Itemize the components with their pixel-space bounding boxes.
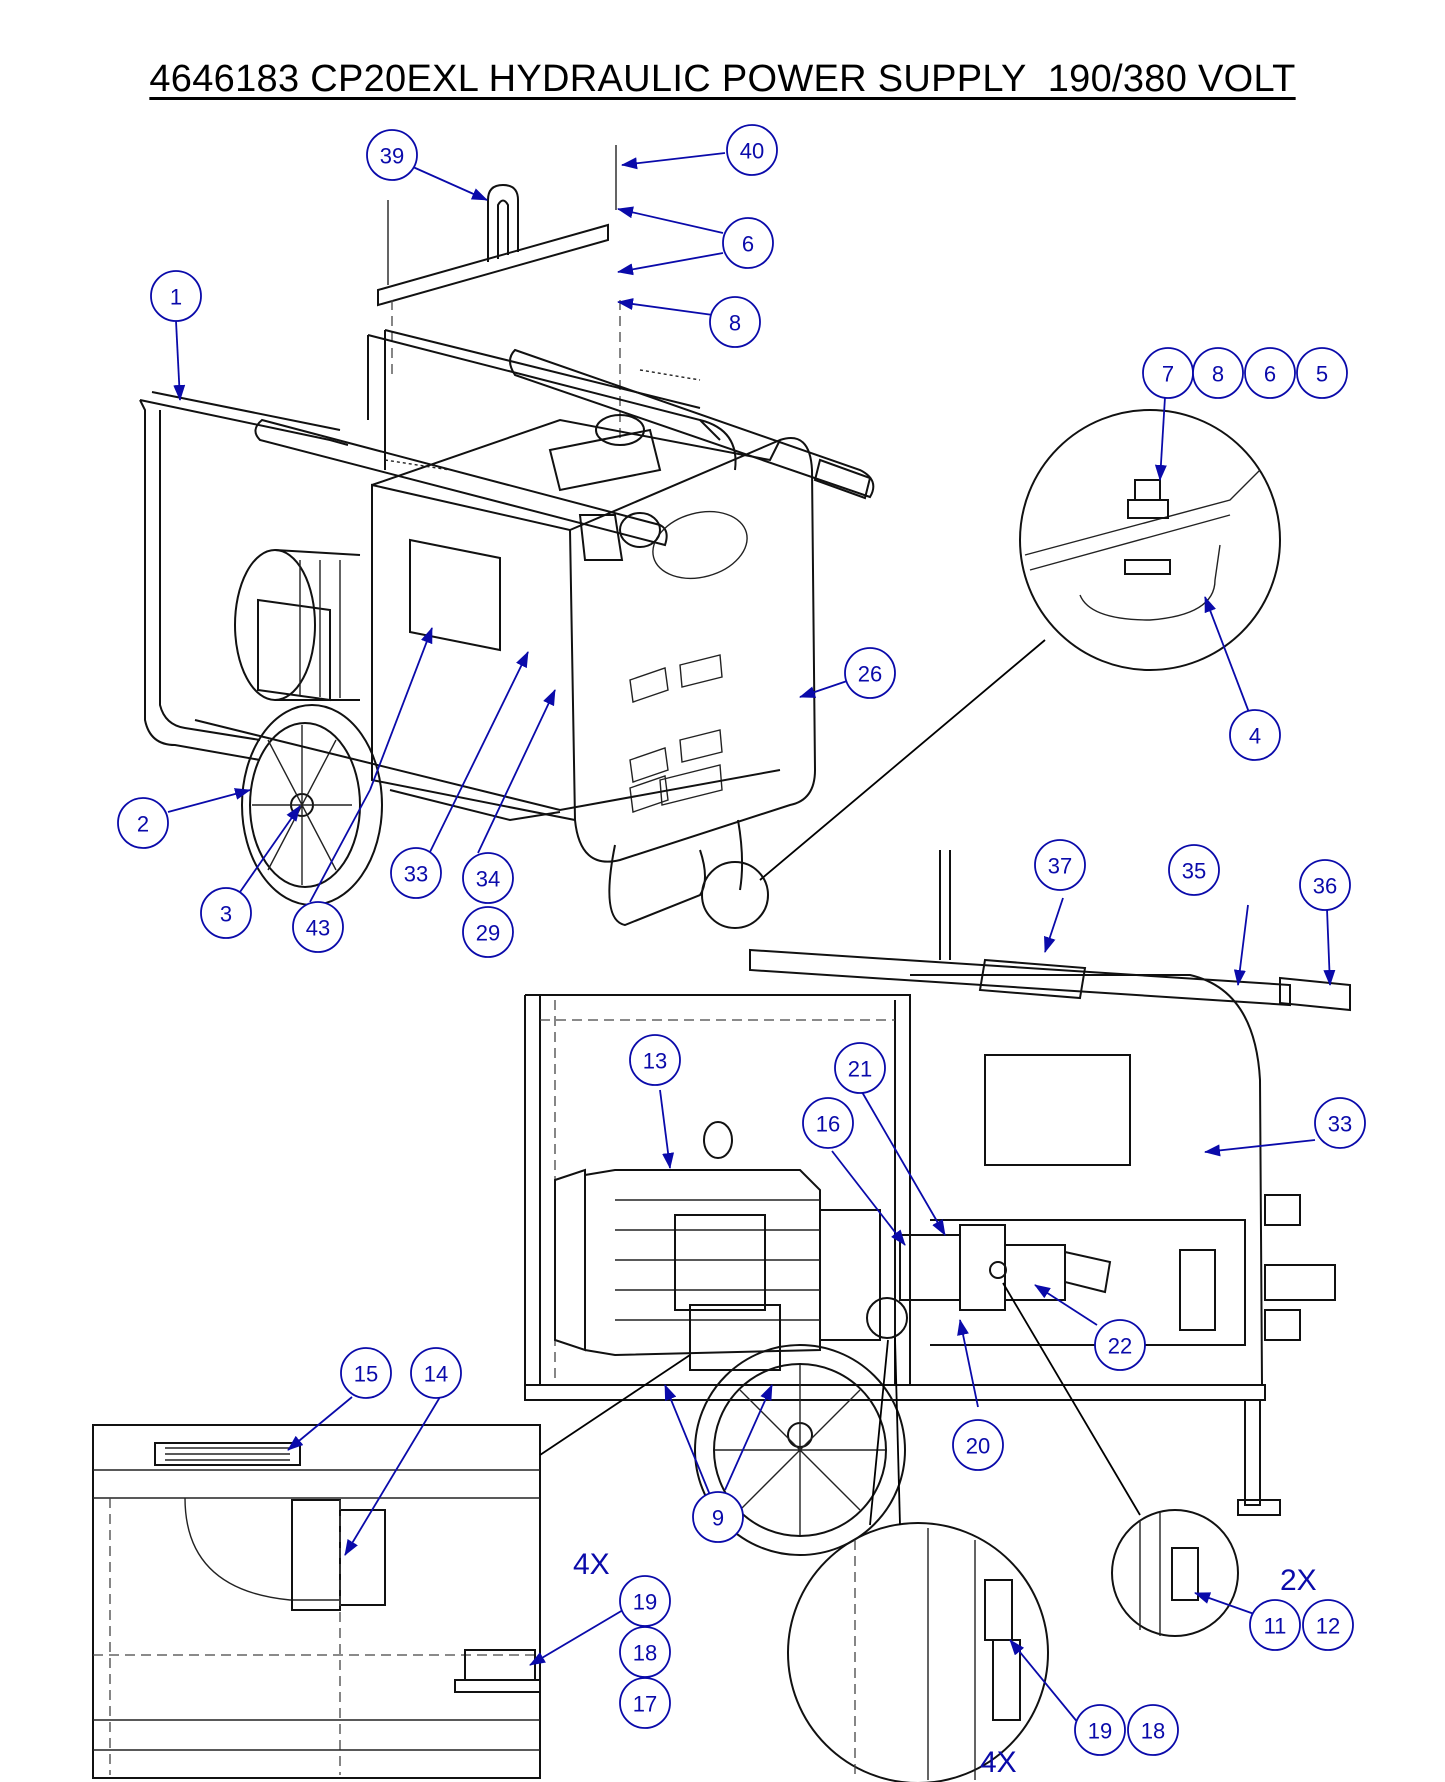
callout-13: 13	[629, 1034, 681, 1086]
svg-text:8: 8	[729, 311, 741, 336]
svg-text:33: 33	[1328, 1112, 1352, 1137]
svg-text:37: 37	[1048, 854, 1072, 879]
callout-12: 12	[1302, 1599, 1354, 1651]
svg-text:16: 16	[816, 1112, 840, 1137]
callout-5: 5	[1296, 347, 1348, 399]
multiplier-4x-left: 4X	[573, 1548, 610, 1581]
svg-text:11: 11	[1264, 1614, 1287, 1639]
svg-text:6: 6	[742, 232, 754, 257]
svg-text:17: 17	[633, 1692, 657, 1717]
detail-view-mount	[701, 409, 1281, 929]
callout-33: 33	[1314, 1097, 1366, 1149]
svg-text:18: 18	[633, 1641, 657, 1666]
isometric-unit-drawing	[139, 145, 875, 927]
callout-15: 15	[340, 1347, 392, 1399]
page-title: 4646183 CP20EXL HYDRAULIC POWER SUPPLY 1…	[149, 58, 1296, 100]
callout-7: 7	[1142, 347, 1194, 399]
svg-text:21: 21	[848, 1057, 872, 1082]
callout-39: 39	[366, 129, 418, 181]
svg-text:39: 39	[380, 144, 404, 169]
svg-text:12: 12	[1316, 1614, 1340, 1639]
svg-text:9: 9	[712, 1506, 724, 1531]
detail-view-bolt-circle	[787, 1337, 1049, 1782]
svg-text:14: 14	[424, 1362, 448, 1387]
callout-4: 4	[1229, 709, 1281, 761]
svg-text:29: 29	[476, 921, 500, 946]
svg-text:26: 26	[858, 662, 882, 687]
side-view-drawing	[524, 850, 1351, 1556]
svg-text:1: 1	[170, 285, 182, 310]
callout-leaders	[167, 152, 1336, 1736]
callout-37: 37	[1034, 839, 1086, 891]
callout-8: 8	[709, 296, 761, 348]
svg-text:19: 19	[633, 1590, 657, 1615]
callout-33: 33	[390, 847, 442, 899]
svg-text:35: 35	[1182, 859, 1206, 884]
multiplier-4x-bottom: 4X	[980, 1746, 1017, 1779]
svg-text:3: 3	[220, 902, 232, 927]
callout-22: 22	[1094, 1319, 1146, 1371]
callout-1: 1	[150, 270, 202, 322]
svg-text:7: 7	[1162, 362, 1174, 387]
callout-9: 9	[692, 1491, 744, 1543]
svg-text:2: 2	[137, 812, 149, 837]
callout-40: 40	[726, 124, 778, 176]
callout-14: 14	[410, 1347, 462, 1399]
svg-text:8: 8	[1212, 362, 1224, 387]
callout-20: 20	[952, 1419, 1004, 1471]
svg-text:40: 40	[740, 139, 764, 164]
callout-3: 3	[200, 887, 252, 939]
callout-16: 16	[802, 1097, 854, 1149]
svg-text:15: 15	[354, 1362, 378, 1387]
svg-text:33: 33	[404, 862, 428, 887]
callout-17: 17	[619, 1677, 671, 1729]
callout-11: 11	[1249, 1599, 1301, 1651]
multiplier-2x-right: 2X	[1280, 1564, 1317, 1597]
callout-19: 19	[1074, 1704, 1126, 1756]
svg-text:36: 36	[1313, 874, 1337, 899]
svg-text:13: 13	[643, 1049, 667, 1074]
callout-34: 34	[462, 852, 514, 904]
svg-text:6: 6	[1264, 362, 1276, 387]
callout-18: 18	[619, 1626, 671, 1678]
callout-36: 36	[1299, 859, 1351, 911]
callout-2: 2	[117, 797, 169, 849]
callout-35: 35	[1168, 844, 1220, 896]
callout-6: 6	[722, 217, 774, 269]
callout-26: 26	[844, 647, 896, 699]
callout-18: 18	[1127, 1704, 1179, 1756]
svg-text:4: 4	[1249, 724, 1261, 749]
svg-text:18: 18	[1141, 1719, 1165, 1744]
svg-text:43: 43	[306, 916, 330, 941]
svg-text:19: 19	[1088, 1719, 1112, 1744]
svg-text:22: 22	[1108, 1334, 1132, 1359]
svg-text:20: 20	[966, 1434, 990, 1459]
svg-text:34: 34	[476, 867, 500, 892]
svg-text:5: 5	[1316, 362, 1328, 387]
callout-29: 29	[462, 906, 514, 958]
callout-6: 6	[1244, 347, 1296, 399]
callout-43: 43	[292, 901, 344, 953]
callout-8: 8	[1192, 347, 1244, 399]
detail-view-motor-mount	[92, 1354, 691, 1779]
callout-19: 19	[619, 1575, 671, 1627]
callout-21: 21	[834, 1042, 886, 1094]
